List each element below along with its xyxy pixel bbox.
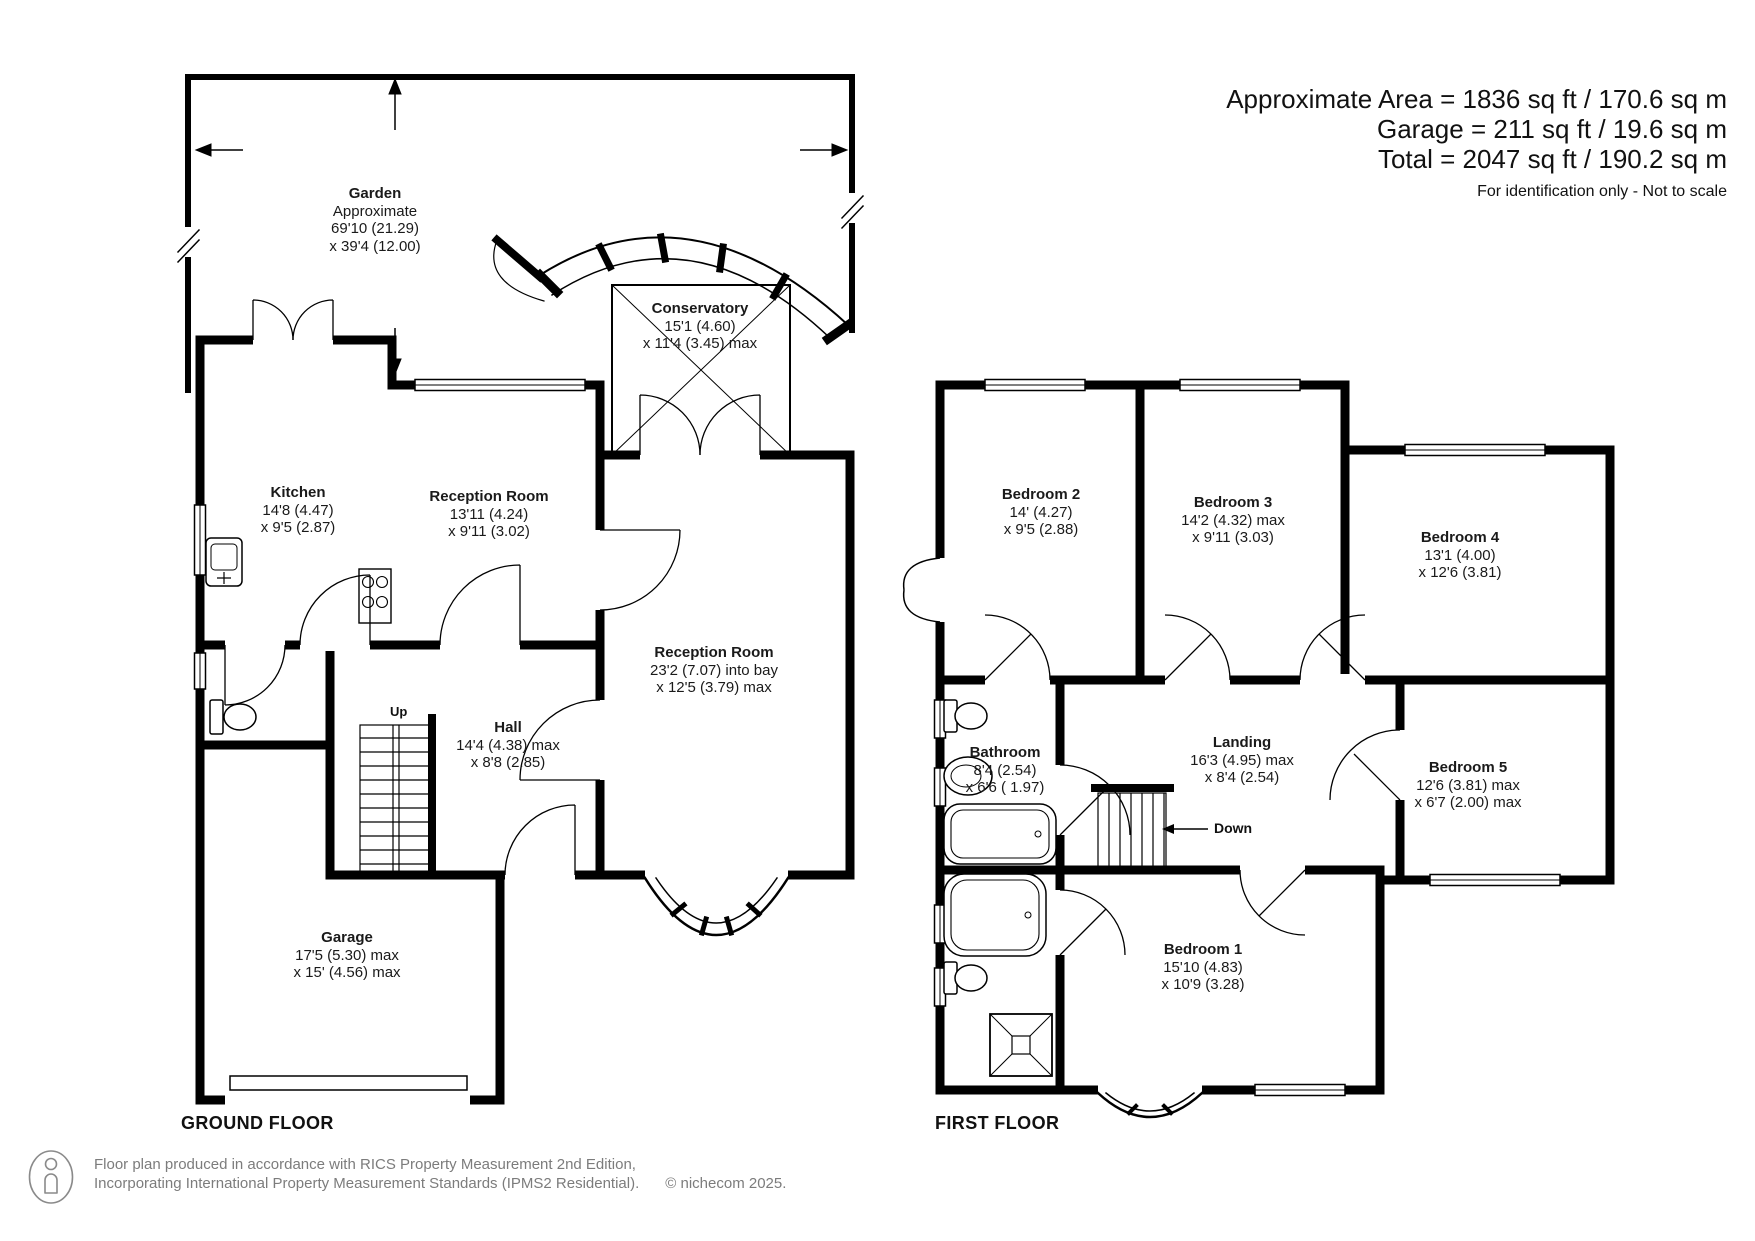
room-label-garage: Garage 17'5 (5.30) max x 15' (4.56) max	[293, 929, 401, 981]
bay-window-reception	[643, 876, 790, 937]
room-label-bedroom1: Bedroom 1 15'10 (4.83) x 10'9 (3.28)	[1161, 941, 1245, 993]
conservatory-curved-glazing	[491, 232, 855, 346]
person-icon	[28, 1150, 74, 1204]
ensuite-toilet-icon	[943, 961, 988, 995]
bath-icon	[943, 803, 1057, 865]
side-bay-window	[902, 557, 941, 623]
bathroom-toilet-icon	[943, 699, 988, 733]
room-label-reception1: Reception Room 13'11 (4.24) x 9'11 (3.02…	[429, 488, 549, 540]
stairs-up	[359, 724, 433, 874]
garden-boundary	[176, 74, 865, 393]
ground-floor-doors	[224, 299, 761, 876]
room-label-garden: Garden Approximate 69'10 (21.29) x 39'4 …	[329, 185, 421, 255]
area-line-garage: Garage = 211 sq ft / 19.6 sq m	[1377, 114, 1727, 144]
room-label-landing: Landing 16'3 (4.95) max x 8'4 (2.54)	[1190, 734, 1294, 786]
room-label-bedroom3: Bedroom 3 14'2 (4.32) max x 9'11 (3.03)	[1181, 494, 1285, 546]
room-label-hall: Hall 14'4 (4.38) max x 8'8 (2.85)	[456, 719, 560, 771]
first-floor-doors	[984, 614, 1401, 956]
area-line-total-house: Approximate Area = 1836 sq ft / 170.6 sq…	[1226, 84, 1727, 114]
footer-line1: Floor plan produced in accordance with R…	[94, 1156, 636, 1173]
ground-floor-windows	[193, 378, 586, 690]
footer-text: Floor plan produced in accordance with R…	[94, 1150, 786, 1193]
area-summary: Approximate Area = 1836 sq ft / 170.6 sq…	[1226, 84, 1727, 201]
area-line-total: Total = 2047 sq ft / 190.2 sq m	[1377, 144, 1727, 174]
room-label-conservatory: Conservatory 15'1 (4.60) x 11'4 (3.45) m…	[642, 300, 758, 352]
kitchen-sink-icon	[205, 537, 243, 587]
room-label-reception2: Reception Room 23'2 (7.07) into bay x 12…	[650, 644, 778, 696]
footer-line2: Incorporating International Property Mea…	[94, 1175, 640, 1192]
footer-copyright: © nichecom 2025.	[665, 1175, 787, 1192]
stairs-down	[1091, 784, 1208, 869]
first-floor-label: FIRST FLOOR	[935, 1113, 1060, 1133]
room-label-bathroom: Bathroom 8'4 (2.54) x 6'6 ( 1.97)	[965, 744, 1045, 796]
hob-icon	[358, 568, 392, 624]
stairs-up-label: Up	[390, 704, 408, 719]
room-label-kitchen: Kitchen 14'8 (4.47) x 9'5 (2.87)	[260, 484, 336, 536]
room-label-bedroom2: Bedroom 2 14' (4.27) x 9'5 (2.88)	[1001, 486, 1081, 538]
toilet-icon	[209, 699, 257, 735]
first-floor-windows	[933, 378, 1561, 1097]
room-label-bedroom5: Bedroom 5 12'6 (3.81) max x 6'7 (2.00) m…	[1414, 759, 1522, 811]
bay-window-bedroom1	[1096, 1091, 1204, 1119]
bathroom-sink-icon	[943, 756, 993, 796]
shower-icon	[989, 1013, 1053, 1077]
footer: Floor plan produced in accordance with R…	[28, 1150, 786, 1204]
ground-floor-label: GROUND FLOOR	[181, 1113, 334, 1133]
identification-note: For identification only - Not to scale	[1477, 183, 1727, 200]
garage-door	[229, 1075, 468, 1091]
room-label-bedroom4: Bedroom 4 13'1 (4.00) x 12'6 (3.81)	[1418, 529, 1502, 581]
ensuite-bath-icon	[943, 873, 1047, 957]
stairs-down-label: Down	[1214, 820, 1253, 836]
